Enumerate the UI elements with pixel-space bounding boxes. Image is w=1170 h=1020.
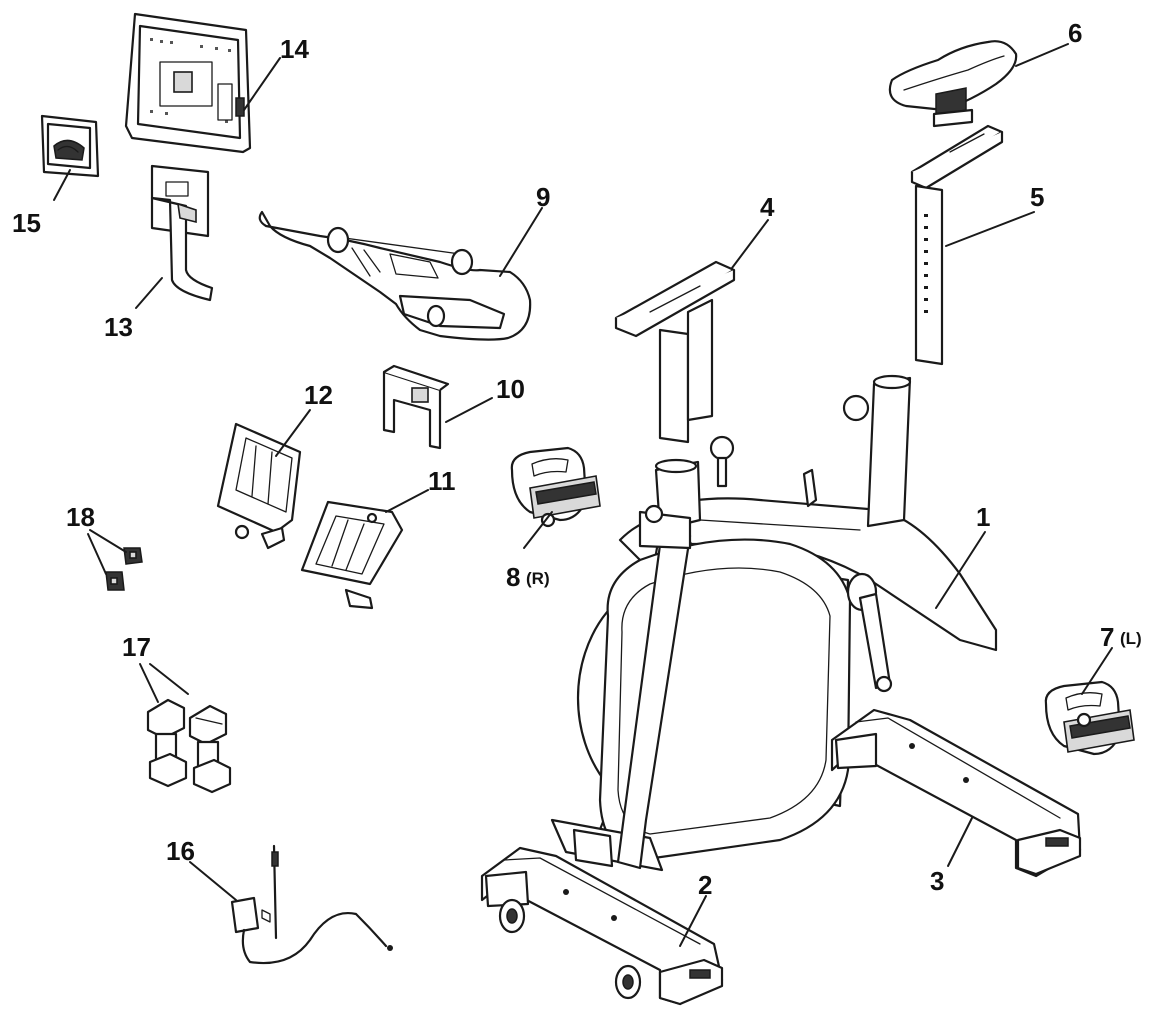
part-7-left-pedal (1044, 680, 1135, 756)
part-2-front-stabilizer (480, 846, 724, 1006)
callout-8-side: (R) (526, 569, 550, 588)
leader-3 (947, 817, 973, 867)
leader-4 (731, 219, 769, 269)
callout-7-side: (L) (1120, 629, 1142, 648)
callout-16: 16 (166, 836, 195, 866)
part-12-holder (216, 422, 302, 550)
leader-7 (1081, 647, 1113, 695)
callout-14: 14 (280, 34, 309, 64)
callout-17: 17 (122, 632, 151, 662)
leader-17b (149, 663, 189, 695)
callout-12: 12 (304, 380, 333, 410)
leader-5 (945, 211, 1035, 247)
part-14-console (124, 12, 252, 154)
part-18-clips (105, 547, 143, 591)
leader-lines (53, 43, 1113, 947)
leader-10 (445, 397, 493, 423)
callout-11: 11 (428, 466, 456, 496)
part-1-main-frame (550, 374, 998, 872)
callout-15: 15 (12, 208, 41, 238)
part-13-console-mast (150, 164, 214, 302)
callout-6: 6 (1068, 18, 1082, 48)
part-4-handlebar-post (614, 260, 736, 444)
callout-9: 9 (536, 182, 550, 212)
leader-16 (189, 861, 237, 901)
callout-10: 10 (496, 374, 525, 404)
leader-8 (523, 511, 553, 549)
callout-13: 13 (104, 312, 133, 342)
callout-labels: 1 2 3 4 5 6 7 (L) 8 (R) 9 10 11 12 13 14… (12, 18, 1142, 900)
leader-6 (1015, 43, 1069, 67)
leader-15 (53, 169, 71, 201)
part-17-dumbbells (146, 698, 232, 794)
part-5-seat-post (910, 124, 1004, 366)
leader-13 (135, 277, 163, 309)
callout-7: 7 (1100, 622, 1114, 652)
leader-14 (243, 57, 281, 111)
leader-9 (499, 207, 543, 277)
callout-2: 2 (698, 870, 712, 900)
part-15-holder (40, 114, 100, 178)
callout-4: 4 (760, 192, 775, 222)
part-9-handlebar (258, 210, 532, 341)
part-6-seat (888, 40, 1018, 128)
part-3-rear-stabilizer (830, 708, 1082, 878)
leader-2 (679, 895, 707, 947)
callout-3: 3 (930, 866, 944, 896)
leader-18a (89, 529, 127, 553)
part-10-bracket (382, 364, 450, 450)
part-16-adapter (230, 844, 393, 965)
leader-17a (139, 663, 159, 703)
callout-18: 18 (66, 502, 95, 532)
callout-5: 5 (1030, 182, 1044, 212)
leader-12 (275, 409, 311, 457)
leader-1 (935, 531, 986, 609)
leader-11 (385, 489, 429, 513)
part-8-right-pedal (510, 446, 601, 528)
part-11-holder (300, 500, 404, 610)
callout-1: 1 (976, 502, 990, 532)
leader-18b (87, 533, 107, 575)
callout-8: 8 (506, 562, 520, 592)
